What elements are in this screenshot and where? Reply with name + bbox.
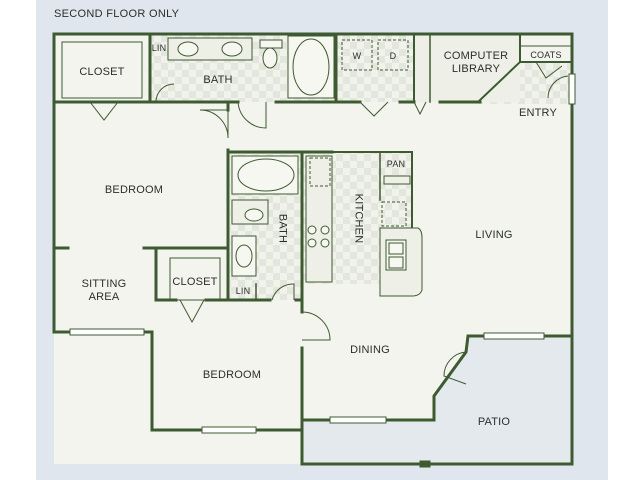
room-label-entry: ENTRY [518,107,558,119]
room-label-bedroom-left: BEDROOM [104,184,164,196]
walls [52,32,574,466]
room-label-living: LIVING [475,229,513,241]
fixtures [167,35,423,297]
room-label-pantry: PAN [386,159,406,169]
room-label-washer: W [352,51,362,61]
room-label-dining: DINING [350,344,390,356]
room-label-bath-middle: BATH [276,213,289,244]
doors [89,61,569,385]
room-label-bedroom-bottom: BEDROOM [202,369,262,381]
room-label-kitchen: KITCHEN [352,193,365,244]
floor-note: SECOND FLOOR ONLY [54,8,180,20]
room-label-coats: COATS [530,50,562,60]
windows [69,73,576,468]
room-label-dryer: D [389,51,397,61]
room-label-computer-library: COMPUTER LIBRARY [443,50,509,75]
room-label-linen-middle: LIN [235,286,251,296]
room-label-linen-top: LIN [151,43,167,53]
room-label-sitting-area: SITTING AREA [81,278,127,303]
room-label-bath-top: BATH [203,74,233,86]
room-label-closet-middle: CLOSET [172,276,218,288]
room-label-closet-top: CLOSET [79,66,125,78]
room-label-patio: PATIO [477,416,511,428]
